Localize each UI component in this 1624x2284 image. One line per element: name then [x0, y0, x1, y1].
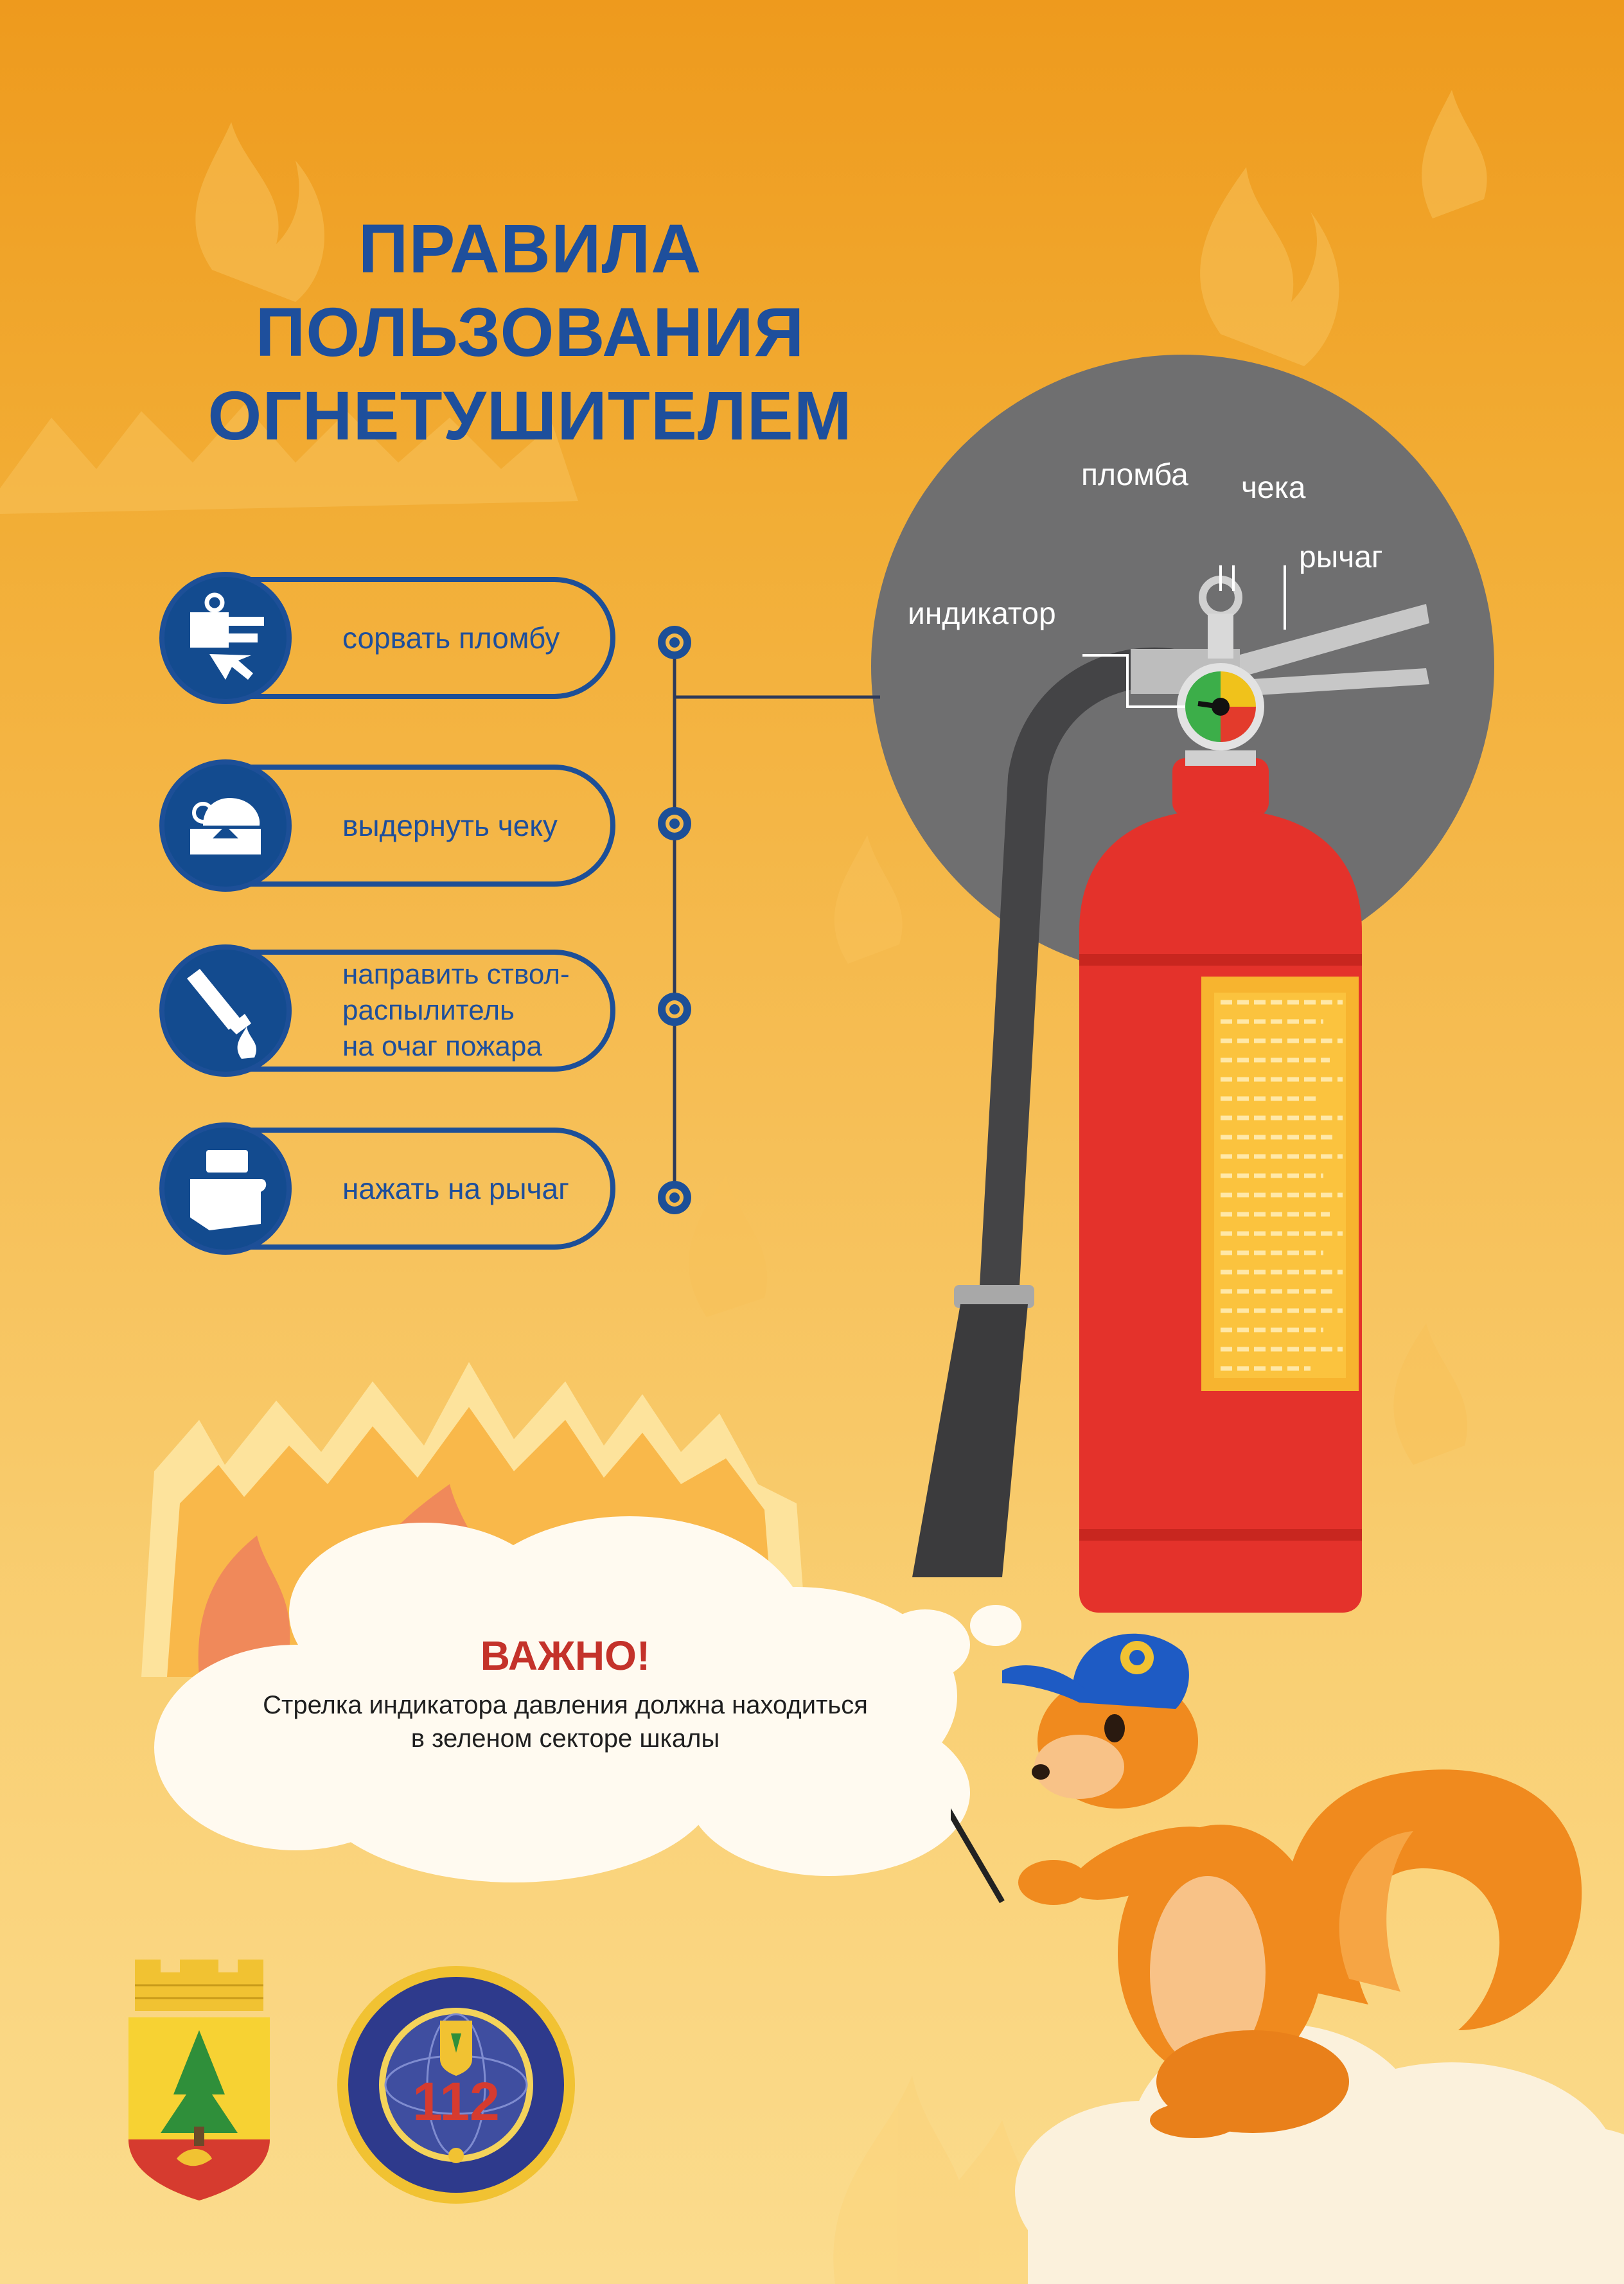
squirrel-mascot — [951, 1633, 1582, 2138]
warning-title: ВАЖНО! — [480, 1633, 651, 1679]
title-line-2: ПОЛЬЗОВАНИЯ — [255, 293, 805, 371]
step-label: выдернуть чеку — [342, 809, 558, 842]
step-break-seal: сорвать пломбу — [159, 572, 622, 704]
step-press-lever: нажать на рычаг — [159, 1122, 622, 1255]
step-pull-pin: выдернуть чеку — [159, 759, 622, 892]
part-label-indicator: индикатор — [908, 597, 1056, 631]
warning-cloud — [154, 1516, 1021, 1882]
press-lever-icon — [159, 1122, 292, 1255]
city-coat-of-arms — [128, 1960, 270, 2200]
part-label-pin: чека — [1241, 471, 1306, 505]
step-marker — [658, 807, 691, 840]
step-label: направить ствол- распылитель на очаг пож… — [342, 959, 570, 1062]
step-marker — [658, 1181, 691, 1214]
pull-pin-icon — [159, 759, 292, 892]
step-pill — [230, 1128, 615, 1250]
title-line-1: ПРАВИЛА — [358, 209, 702, 287]
title-line-3: ОГНЕТУШИТЕЛЕМ — [207, 376, 852, 454]
poster-title: ПРАВИЛА ПОЛЬЗОВАНИЯ ОГНЕТУШИТЕЛЕМ — [161, 207, 899, 457]
part-label-lever: рычаг — [1299, 540, 1383, 574]
step-pill — [230, 950, 615, 1072]
edds-112-emblem: 112 — [337, 1966, 575, 2204]
step-marker — [658, 993, 691, 1026]
aim-nozzle-icon — [159, 944, 292, 1077]
fire-extinguisher — [912, 565, 1429, 1613]
step-label: нажать на рычаг — [342, 1172, 569, 1205]
step-pill — [230, 765, 615, 887]
part-label-seal: пломба — [1081, 458, 1188, 492]
step-connector — [673, 642, 880, 1195]
warning-text: Стрелка индикатора давления должна наход… — [263, 1691, 868, 1753]
step-aim-nozzle: направить ствол- распылитель на очаг пож… — [159, 944, 622, 1077]
seal-break-icon — [159, 572, 292, 704]
emblem-number: 112 — [412, 2071, 500, 2132]
step-pill — [230, 577, 615, 699]
step-label: сорвать пломбу — [342, 621, 560, 655]
step-marker — [658, 626, 691, 659]
